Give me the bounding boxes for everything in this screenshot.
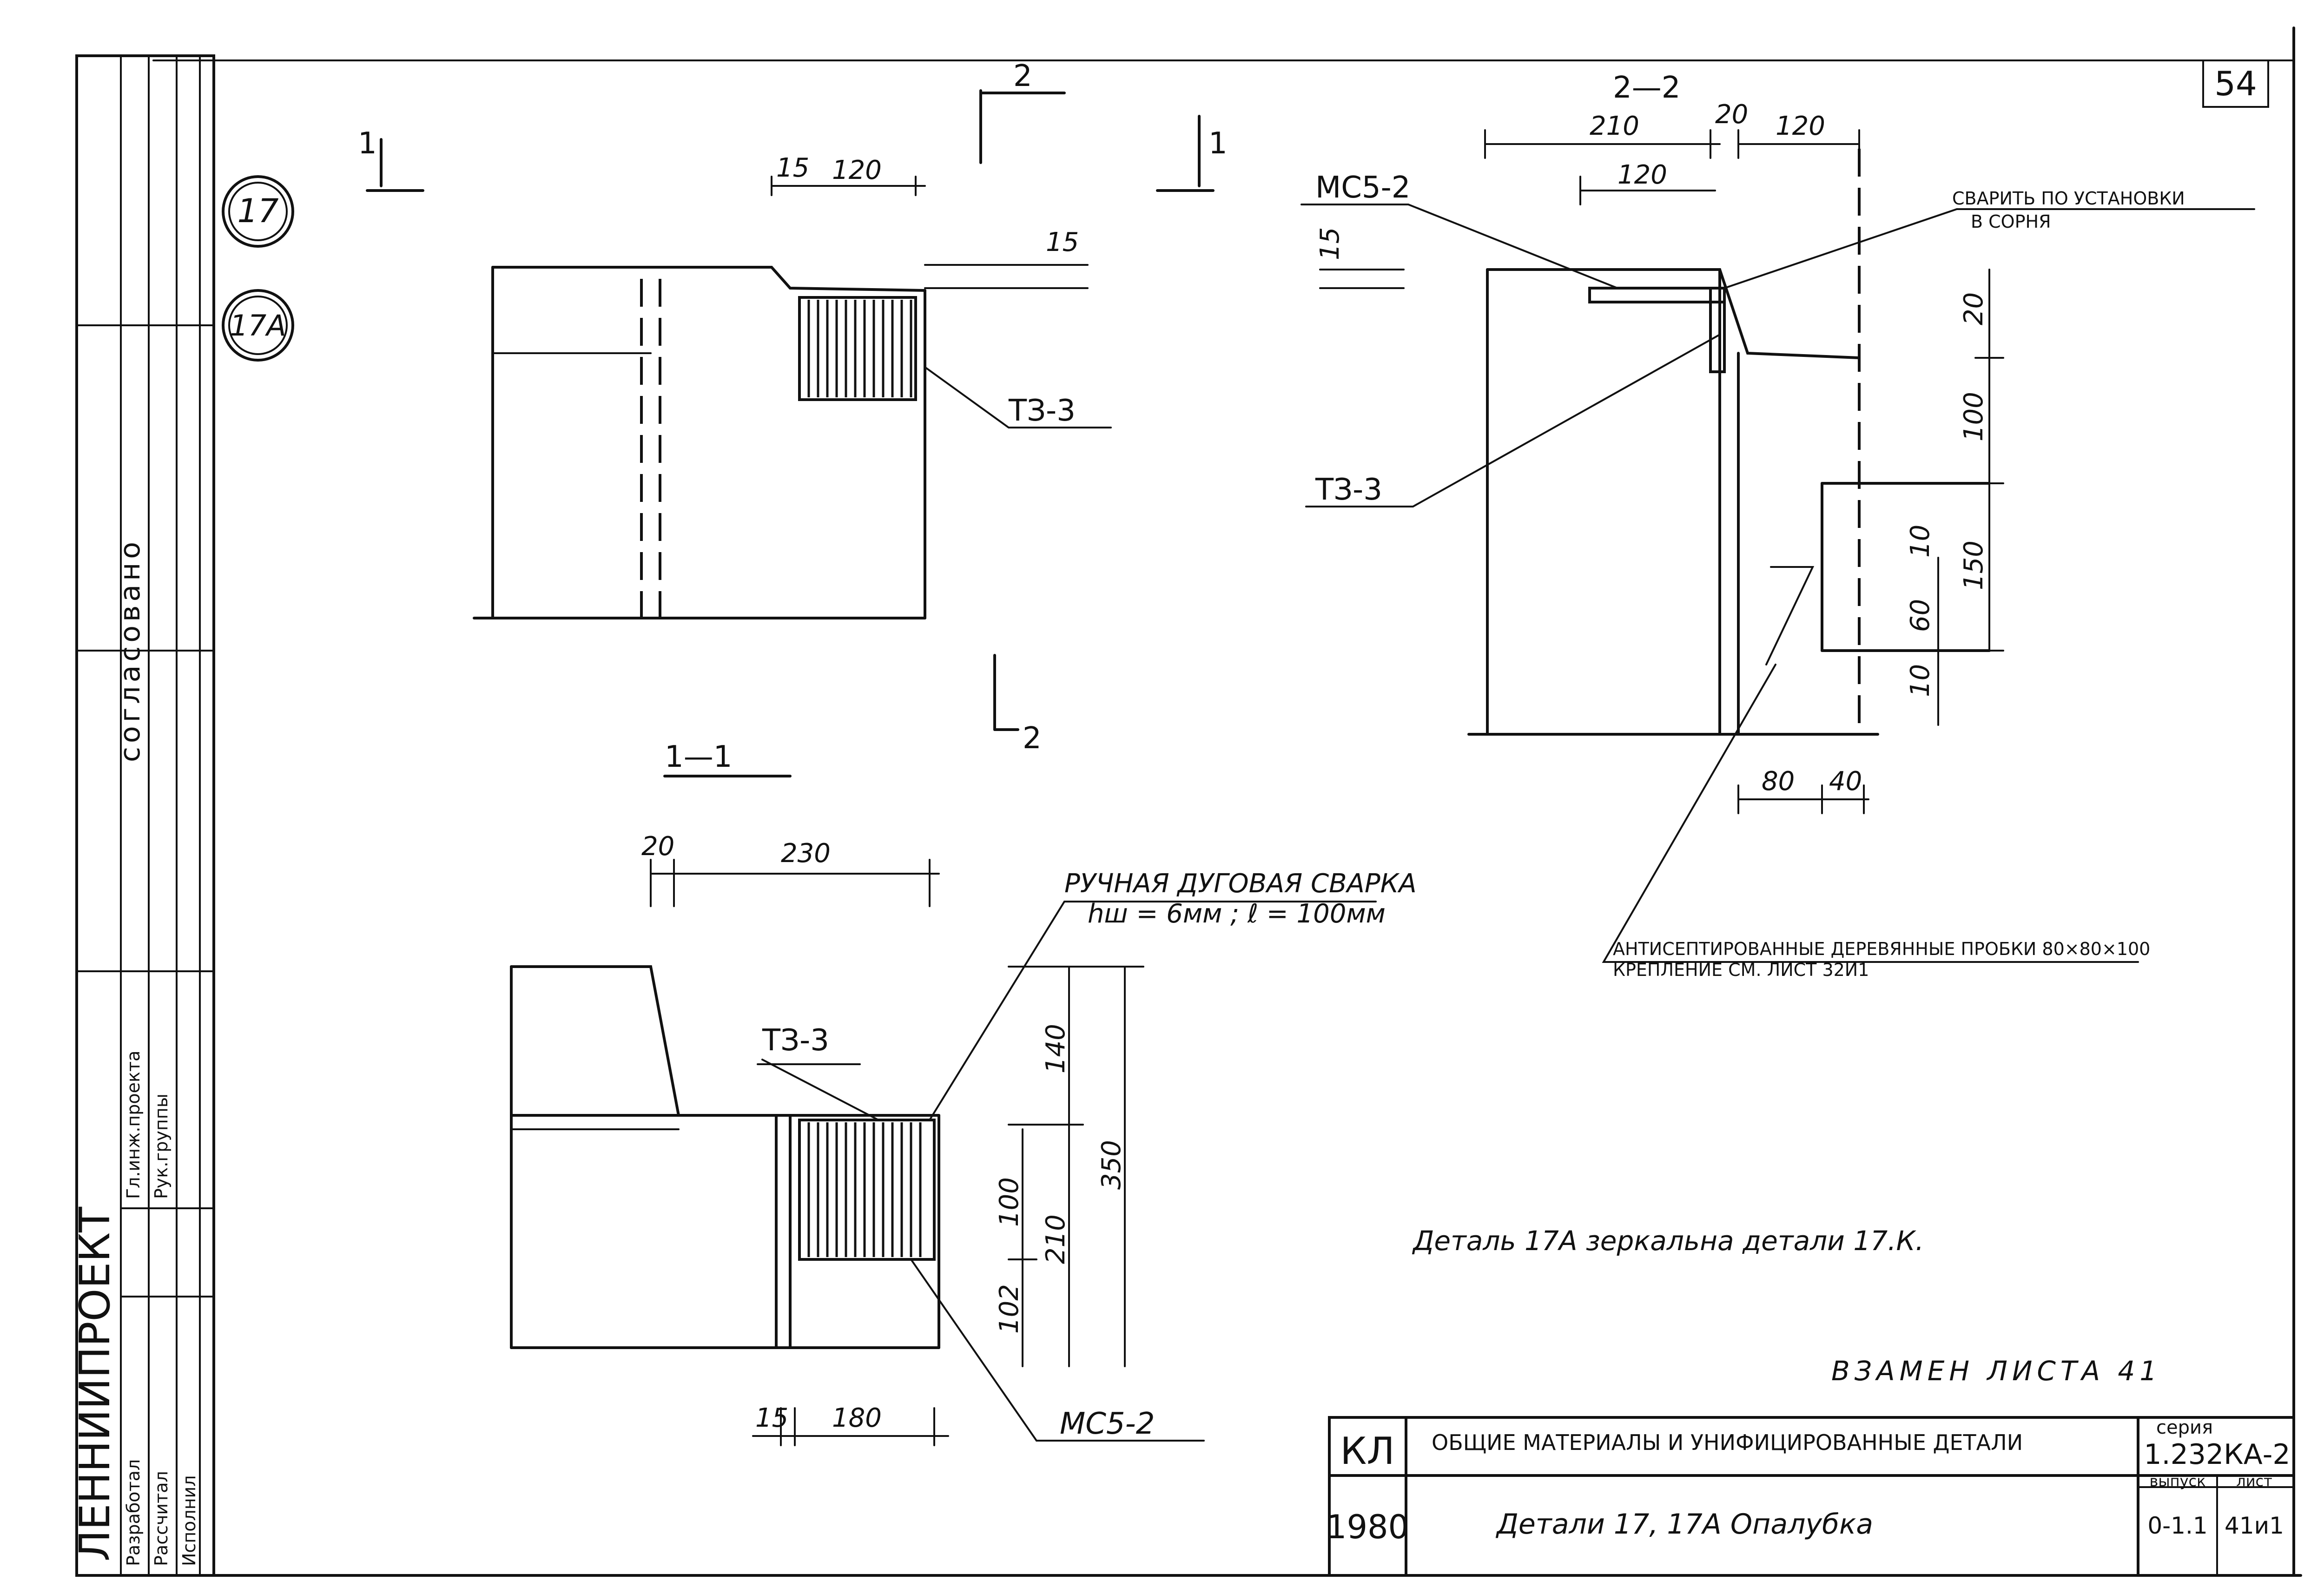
section-1-right-num: 1 [1208, 126, 1228, 161]
dim-top-15b: 15 [1046, 227, 1079, 257]
dim-22-15: 15 [1315, 227, 1345, 260]
dim-top-120: 120 [832, 155, 882, 185]
label-mc52-section: МС5-2 [1315, 171, 1410, 205]
weld-line1: РУЧНАЯ ДУГОВАЯ СВАРКА [1064, 869, 1417, 899]
plate-mc52-section [1588, 287, 1726, 303]
label-t33-section: ТЗ-3 [1315, 473, 1382, 507]
dim-22-10b: 10 [1905, 664, 1935, 697]
sheet-value: 41и1 [2225, 1512, 2284, 1539]
section-2-bottom-num: 2 [1023, 721, 1042, 756]
series-value: 1.232КА-2 [2144, 1438, 2290, 1471]
dim-22-120b: 120 [1618, 160, 1667, 190]
section-2-2: 2—2 210 20 120 120 15 [1301, 71, 2255, 980]
title-block-frame [1328, 1416, 2295, 1577]
dim-22-80: 80 [1762, 766, 1795, 797]
weld-line2: hш = 6мм ; ℓ = 100мм [1088, 899, 1386, 929]
sheet-number: 54 [2214, 64, 2257, 103]
dim-11-15: 15 [755, 1403, 788, 1433]
callout-17a: 17А [230, 309, 286, 343]
section-2-top-num: 2 [1013, 59, 1032, 93]
dim-22-100: 100 [1959, 392, 1989, 441]
dim-11-180: 180 [832, 1403, 882, 1433]
stamp-code: КЛ [1340, 1429, 1395, 1473]
dim-11-102: 102 [994, 1284, 1024, 1334]
section-1-left-num: 1 [358, 126, 377, 161]
dim-11-230: 230 [781, 838, 831, 869]
dim-22-120: 120 [1776, 111, 1825, 141]
dim-11-350: 350 [1096, 1140, 1127, 1190]
issue-value: 0-1.1 [2147, 1512, 2207, 1539]
embedded-plate-section [798, 1119, 936, 1261]
dim-11-20: 20 [641, 831, 674, 862]
title-section-2-2: 2—2 [1613, 71, 1680, 105]
role-1: Гл.инж.проекта [123, 1051, 144, 1199]
weld-install-line2: В СОРНЯ [1971, 211, 2051, 232]
series-label: серия [2156, 1417, 2213, 1438]
stamp-title-line1: ОБЩИЕ МАТЕРИАЛЫ И УНИФИЦИРОВАННЫЕ ДЕТАЛИ [1432, 1430, 2023, 1455]
dim-11-140: 140 [1041, 1024, 1071, 1074]
elevation-view: 1 1 2 2 15 120 [358, 59, 1228, 756]
dim-11-100: 100 [994, 1177, 1024, 1227]
issue-label: выпуск [2150, 1472, 2206, 1490]
dim-22-20v: 20 [1959, 292, 1989, 325]
label-mc52-s11: МС5-2 [1060, 1407, 1155, 1441]
mirror-note: Деталь 17А зеркальна детали 17.К. [1412, 1225, 1924, 1257]
dim-top-15: 15 [776, 153, 809, 183]
callout-17a-circle [222, 289, 294, 362]
plugs-line2: КРЕПЛЕНИЕ СМ. ЛИСТ 32И1 [1613, 960, 1869, 980]
title-section-1-1: 1—1 [665, 740, 732, 774]
weld-install-line1: СВАРИТЬ ПО УСТАНОВКИ [1952, 188, 2185, 209]
callout-17: 17 [237, 192, 278, 230]
org-name: ЛЕННИИПРОЕКТ [71, 1206, 119, 1561]
role-4: Рассчитал [151, 1471, 172, 1566]
role-2: Рук.группы [151, 1093, 172, 1199]
stamp-title-line2: Детали 17, 17А Опалубка [1495, 1508, 1873, 1541]
dim-11-210: 210 [1041, 1214, 1071, 1264]
label-t33-s11: ТЗ-3 [762, 1023, 829, 1058]
left-stamp: ЛЕННИИПРОЕКТ согласовано Гл.инж.проекта … [71, 54, 215, 1577]
dim-22-150: 150 [1959, 540, 1989, 590]
dim-22-40: 40 [1829, 766, 1862, 797]
sheet-label: лист [2236, 1472, 2272, 1490]
dim-22-10a: 10 [1905, 525, 1935, 558]
section-1-1: 1—1 20 230 [510, 740, 1417, 1446]
dim-22-60: 60 [1905, 599, 1935, 632]
agreed-label: согласовано [114, 538, 146, 762]
dim-22-210: 210 [1590, 111, 1639, 141]
stamp-year: 1980 [1326, 1508, 1409, 1546]
role-3: Разработал [123, 1459, 144, 1566]
replace-note: ВЗАМЕН ЛИСТА 41 [1831, 1355, 2161, 1387]
title-block: КЛ 1980 ОБЩИЕ МАТЕРИАЛЫ И УНИФИЦИРОВАННЫ… [1326, 1416, 2295, 1577]
embedded-plate-elev [798, 296, 917, 401]
sheet-number-box [2202, 59, 2269, 108]
plugs-line1: АНТИСЕПТИРОВАННЫЕ ДЕРЕВЯННЫЕ ПРОБКИ 80×8… [1613, 939, 2150, 959]
role-5: Исполнил [179, 1475, 199, 1566]
left-stamp-frame [75, 54, 215, 1577]
dim-22-20: 20 [1715, 99, 1748, 130]
callout-17-circle [222, 175, 294, 248]
label-t33-elev: ТЗ-3 [1008, 394, 1076, 428]
